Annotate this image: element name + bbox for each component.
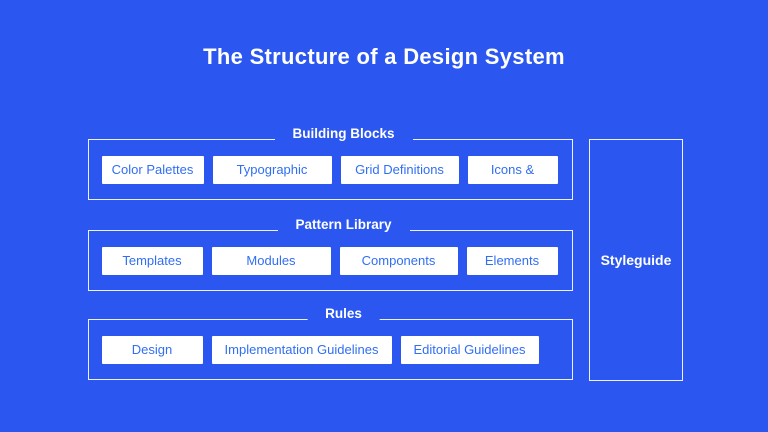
section-pattern-library-label: Pattern Library bbox=[277, 215, 410, 235]
styleguide-label: Styleguide bbox=[600, 252, 672, 268]
item-color-palettes: Color Palettes bbox=[101, 155, 204, 184]
item-typographic: Typographic bbox=[212, 155, 332, 184]
section-rules-label: Rules bbox=[307, 304, 380, 324]
section-building-blocks: Building Blocks Color Palettes Typograph… bbox=[88, 124, 573, 200]
item-design: Design bbox=[101, 335, 203, 364]
item-elements: Elements bbox=[466, 246, 558, 275]
styleguide-box: Styleguide bbox=[589, 139, 683, 381]
item-grid-definitions: Grid Definitions bbox=[340, 155, 459, 184]
diagram-title: The Structure of a Design System bbox=[203, 44, 565, 69]
item-components: Components bbox=[339, 246, 458, 275]
item-modules: Modules bbox=[211, 246, 331, 275]
section-rules: Rules Design Implementation Guidelines E… bbox=[88, 304, 573, 380]
item-templates: Templates bbox=[101, 246, 203, 275]
item-icons: Icons & bbox=[467, 155, 558, 184]
item-implementation-guidelines: Implementation Guidelines bbox=[211, 335, 392, 364]
section-pattern-library: Pattern Library Templates Modules Compon… bbox=[88, 215, 573, 291]
item-editorial-guidelines: Editorial Guidelines bbox=[400, 335, 539, 364]
section-building-blocks-label: Building Blocks bbox=[274, 124, 413, 144]
